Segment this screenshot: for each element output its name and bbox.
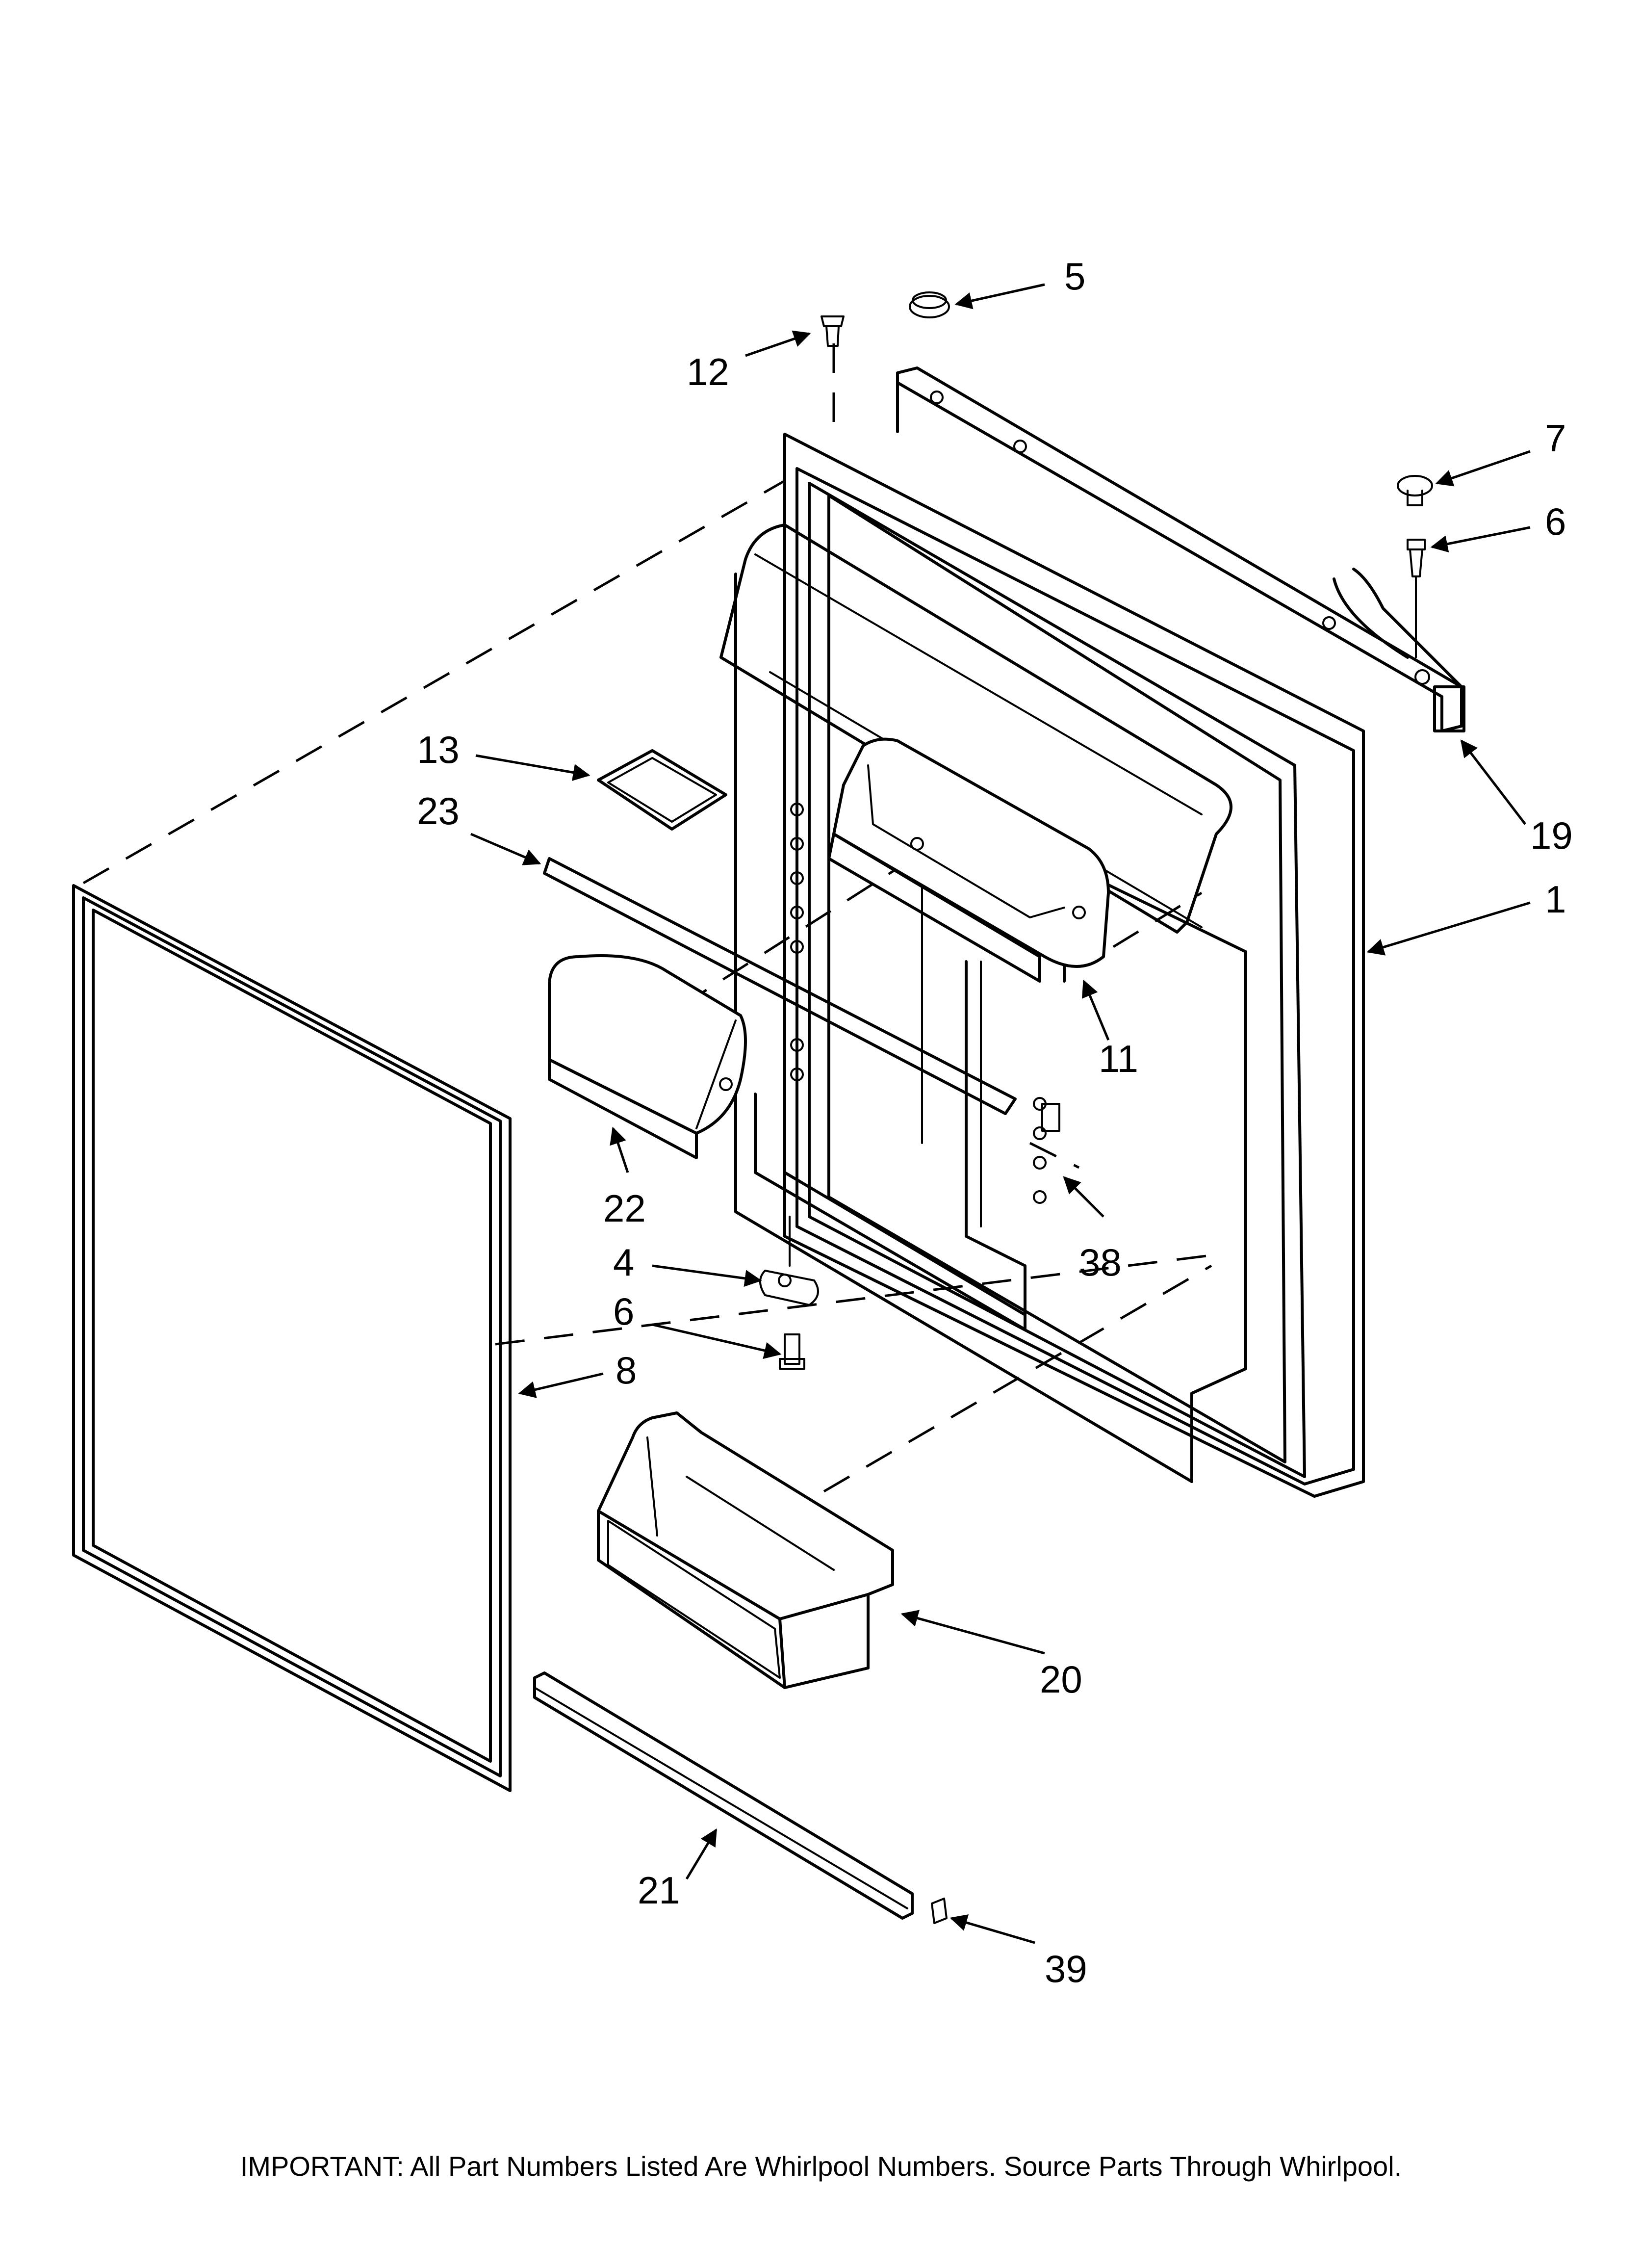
callout-8: 8 [616, 1349, 637, 1392]
clip-part-38 [1041, 1103, 1060, 1132]
callout-12: 12 [687, 350, 729, 393]
bar-part-21 [533, 1671, 914, 1920]
bar-part-23 [543, 857, 1017, 1115]
callout-labels: 5 12 7 6 13 23 19 1 11 22 38 4 6 8 20 21… [417, 255, 1573, 1990]
bin-part-20 [597, 1411, 894, 1689]
callout-22: 22 [603, 1187, 646, 1230]
tray-part-13 [597, 749, 727, 831]
callout-1: 1 [1545, 878, 1566, 921]
callout-21: 21 [638, 1869, 680, 1912]
footer-note: IMPORTANT: All Part Numbers Listed Are W… [240, 2151, 1402, 2182]
liner-holes [790, 803, 1047, 1204]
leader-lines [470, 283, 1531, 1944]
plug-part-5 [909, 291, 950, 318]
callout-13: 13 [417, 728, 460, 771]
plug-part-7 [1397, 475, 1433, 506]
callout-6-lower: 6 [613, 1290, 634, 1333]
bin-part-22 [548, 954, 747, 1159]
door-liner [719, 433, 1365, 1498]
bin-part-11 [827, 737, 1110, 983]
callout-5: 5 [1064, 255, 1085, 298]
screw-part-6-lower [779, 1333, 805, 1370]
callout-39: 39 [1045, 1947, 1087, 1990]
callout-7: 7 [1545, 417, 1566, 460]
clip-part-39 [931, 1898, 948, 1924]
callout-23: 23 [417, 789, 460, 833]
screw-part-6-upper [1407, 539, 1426, 658]
callout-38: 38 [1079, 1241, 1122, 1284]
callout-19: 19 [1530, 814, 1573, 857]
door-top-cap [896, 366, 1465, 732]
callout-11: 11 [1099, 1037, 1138, 1080]
callout-20: 20 [1040, 1658, 1082, 1701]
callout-6-upper: 6 [1545, 500, 1566, 543]
door-gasket [72, 884, 512, 1792]
callout-4: 4 [613, 1241, 634, 1284]
pin-part-12 [821, 315, 845, 347]
